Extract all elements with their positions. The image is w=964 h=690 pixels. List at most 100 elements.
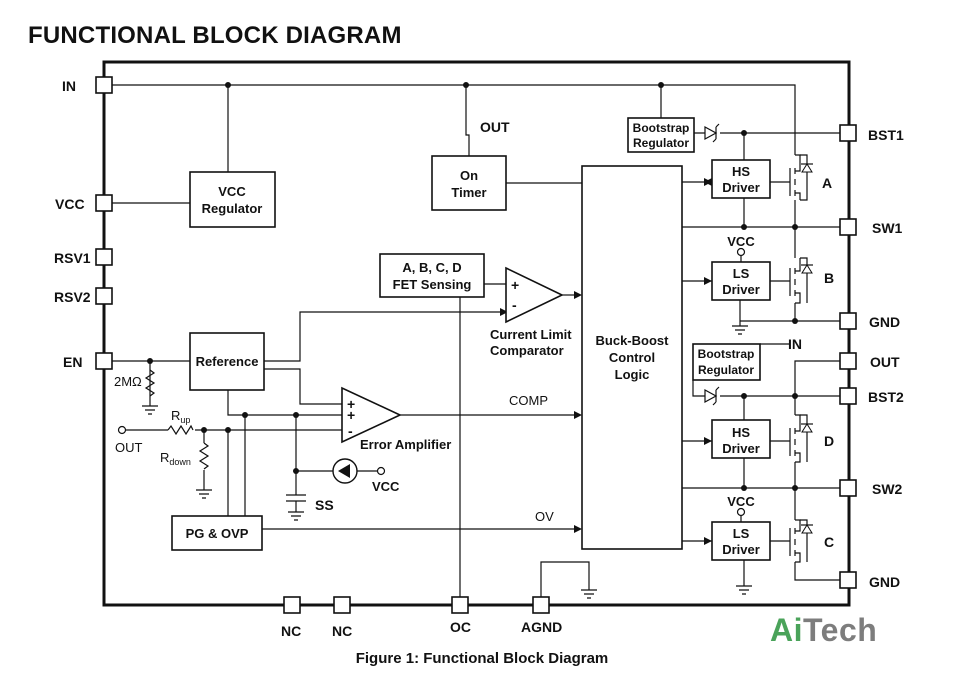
pin-nc1 (283, 596, 301, 614)
buck-boost-logic-block: Buck-Boost Control Logic (581, 165, 683, 550)
on-timer-block: On Timer (431, 155, 507, 211)
ground-symbol-agnd (581, 589, 597, 599)
ls-b-line1: LS (733, 266, 750, 281)
buck-boost-line3: Logic (615, 367, 650, 382)
fet-sensing-line2: FET Sensing (393, 277, 472, 292)
label-oc: OC (450, 619, 471, 635)
ls-driver-b: LS Driver (711, 261, 771, 301)
mosfet-a: A (789, 135, 832, 201)
ls-c-line1: LS (733, 526, 750, 541)
wiring (112, 84, 840, 597)
bootstrap-1-line2: Regulator (633, 136, 689, 150)
vcc-c-label: VCC (727, 494, 755, 509)
current-limit-line2: Comparator (490, 343, 564, 358)
label-gnd1: GND (869, 314, 900, 330)
bootstrap-regulator-2: Bootstrap Regulator (692, 343, 761, 381)
pin-rsv1 (95, 248, 113, 266)
figure-caption: Figure 1: Functional Block Diagram (355, 650, 609, 667)
pin-rsv2 (95, 287, 113, 305)
ls-c-line2: Driver (722, 542, 760, 557)
current-limit-comparator: + - Current Limit Comparator (490, 266, 572, 358)
comp-label: COMP (509, 393, 548, 408)
reference-block: Reference (189, 332, 265, 391)
pin-in (95, 76, 113, 94)
hs-d-line1: HS (732, 425, 750, 440)
error-amplifier: + + - Error Amplifier (341, 386, 451, 452)
arrowheads (500, 178, 712, 545)
label-sw2: SW2 (872, 481, 903, 497)
r-down-label: Rdown (160, 450, 191, 467)
label-vcc: VCC (55, 196, 85, 212)
label-rsv2: RSV2 (54, 289, 91, 305)
fet-sensing-line1: A, B, C, D (402, 260, 461, 275)
fet-b-label: B (824, 270, 834, 286)
current-limit-line1: Current Limit (490, 327, 572, 342)
pin-vcc (95, 194, 113, 212)
label-nc2: NC (332, 623, 352, 639)
page-title: FUNCTIONAL BLOCK DIAGRAM (28, 22, 402, 49)
label-bst1: BST1 (868, 127, 904, 143)
mosfet-d: D (789, 414, 834, 463)
vcc-ss-label: VCC (372, 479, 400, 494)
mosfet-c: C (789, 519, 834, 563)
pin-bst2 (839, 387, 857, 405)
out-top-label: OUT (480, 119, 510, 135)
pin-bst1 (839, 124, 857, 142)
pin-sw1 (839, 218, 857, 236)
label-en: EN (63, 354, 82, 370)
vcc-supply-b: VCC (727, 234, 755, 262)
r-up-label: Rup (171, 408, 190, 425)
vcc-b-label: VCC (727, 234, 755, 249)
bootstrap-regulator-1: Bootstrap Regulator (627, 117, 695, 153)
label-sw1: SW1 (872, 220, 903, 236)
label-rsv1: RSV1 (54, 250, 91, 266)
reference-label: Reference (196, 354, 259, 369)
out-fb-label: OUT (115, 440, 143, 455)
pin-oc (451, 596, 469, 614)
label-agnd: AGND (521, 619, 562, 635)
hs-driver-d: HS Driver (711, 419, 771, 459)
label-in: IN (62, 78, 76, 94)
feedback-divider: OUT Rup Rdown (115, 408, 212, 499)
bootstrap-diode-1 (704, 123, 720, 143)
resistor-2m-label: 2MΩ (114, 374, 142, 389)
mosfet-b: B (789, 257, 834, 304)
pin-agnd (532, 596, 550, 614)
bootstrap-1-line1: Bootstrap (633, 121, 690, 135)
hs-d-line2: Driver (722, 441, 760, 456)
ea-plus-2: + (347, 407, 355, 423)
pin-sw2 (839, 479, 857, 497)
chip-outline (102, 60, 851, 607)
on-timer-line2: Timer (451, 185, 486, 200)
label-gnd2: GND (869, 574, 900, 590)
aitech-logo: AiTech (770, 612, 878, 648)
label-nc1: NC (281, 623, 301, 639)
bootstrap-diode-2 (704, 386, 720, 406)
ground-symbol-c (736, 585, 752, 595)
vcc-regulator-line2: Regulator (202, 201, 263, 216)
pg-ovp-label: PG & OVP (186, 526, 249, 541)
label-out: OUT (870, 354, 900, 370)
fet-c-label: C (824, 534, 834, 550)
pin-labels: IN VCC RSV1 RSV2 EN BST1 SW1 GND OUT BST… (54, 78, 904, 639)
pin-out (839, 352, 857, 370)
en-pulldown-resistor: 2MΩ (114, 369, 158, 415)
ls-b-line2: Driver (722, 282, 760, 297)
pin-gnd1 (839, 312, 857, 330)
vcc-regulator-line1: VCC (218, 184, 246, 199)
ea-minus: - (348, 423, 353, 439)
ss-label: SS (315, 497, 334, 513)
cl-minus: - (512, 297, 517, 313)
ground-symbol-b (732, 325, 748, 335)
junction-dots (147, 82, 798, 491)
pins (95, 76, 857, 614)
error-amplifier-label: Error Amplifier (360, 437, 451, 452)
hs-driver-a: HS Driver (711, 159, 771, 199)
pin-gnd2 (839, 571, 857, 589)
ea-plus-1: + (347, 396, 355, 412)
label-bst2: BST2 (868, 389, 904, 405)
cl-plus: + (511, 277, 519, 293)
ov-label: OV (535, 509, 554, 524)
on-timer-line1: On (460, 168, 478, 183)
